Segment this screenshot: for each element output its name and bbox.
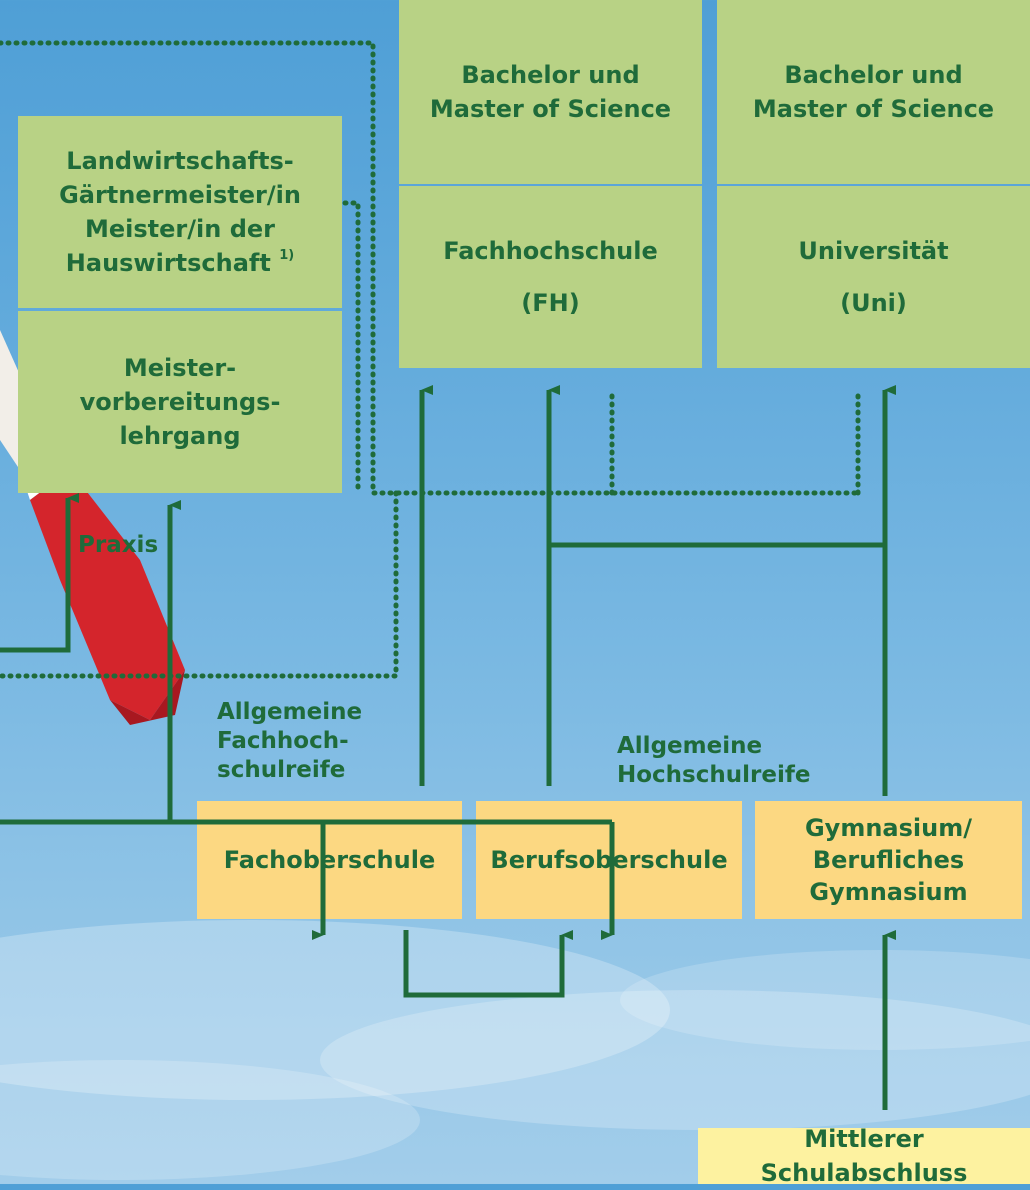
uni-degree-text: Bachelor und Master of Science — [752, 61, 995, 123]
fos-to-bos — [403, 930, 573, 998]
uni-name: Universität — [798, 237, 949, 265]
gymnasium-box: Gymnasium/ Berufliches Gymnasium — [755, 801, 1022, 919]
meister-title-box: Landwirtschafts- Gärtnermeister/in Meist… — [18, 116, 342, 308]
uni-box: Universität (Uni) — [717, 186, 1030, 368]
meister-course-box: Meister- vorbereitungs- lehrgang — [18, 311, 342, 493]
mittlerer-abschluss-box: Mittlerer Schulabschluss — [698, 1125, 1030, 1187]
fachhochschulreife-label: Allgemeine Fachhoch- schulreife — [217, 699, 363, 783]
mittlerer-abschluss-text: Mittlerer Schulabschluss — [760, 1125, 968, 1187]
praxis-label: Praxis — [78, 532, 159, 558]
fh-degree-text: Bachelor und Master of Science — [429, 61, 672, 123]
meister-title-text: Landwirtschafts- Gärtnermeister/in Meist… — [59, 147, 301, 277]
meister-course-text: Meister- vorbereitungs- lehrgang — [79, 354, 281, 450]
uni-degree-box: Bachelor und Master of Science — [717, 0, 1030, 184]
fh-abbr: (FH) — [521, 289, 580, 317]
uni-abbr: (Uni) — [840, 289, 907, 317]
footnote-marker: 1) — [279, 248, 295, 263]
hochschulreife-label: Allgemeine Hochschulreife — [617, 733, 811, 788]
fachoberschule-text: Fachoberschule — [223, 846, 436, 874]
arrow-to-meister-course — [0, 493, 79, 653]
dotted-pathways — [0, 40, 863, 679]
gymnasium-text: Gymnasium/ Berufliches Gymnasium — [804, 814, 972, 906]
fh-box: Fachhochschule (FH) — [399, 186, 702, 368]
berufsoberschule-text: Berufsoberschule — [490, 846, 728, 874]
fh-degree-box: Bachelor und Master of Science — [399, 0, 702, 184]
fh-name: Fachhochschule — [443, 237, 658, 265]
